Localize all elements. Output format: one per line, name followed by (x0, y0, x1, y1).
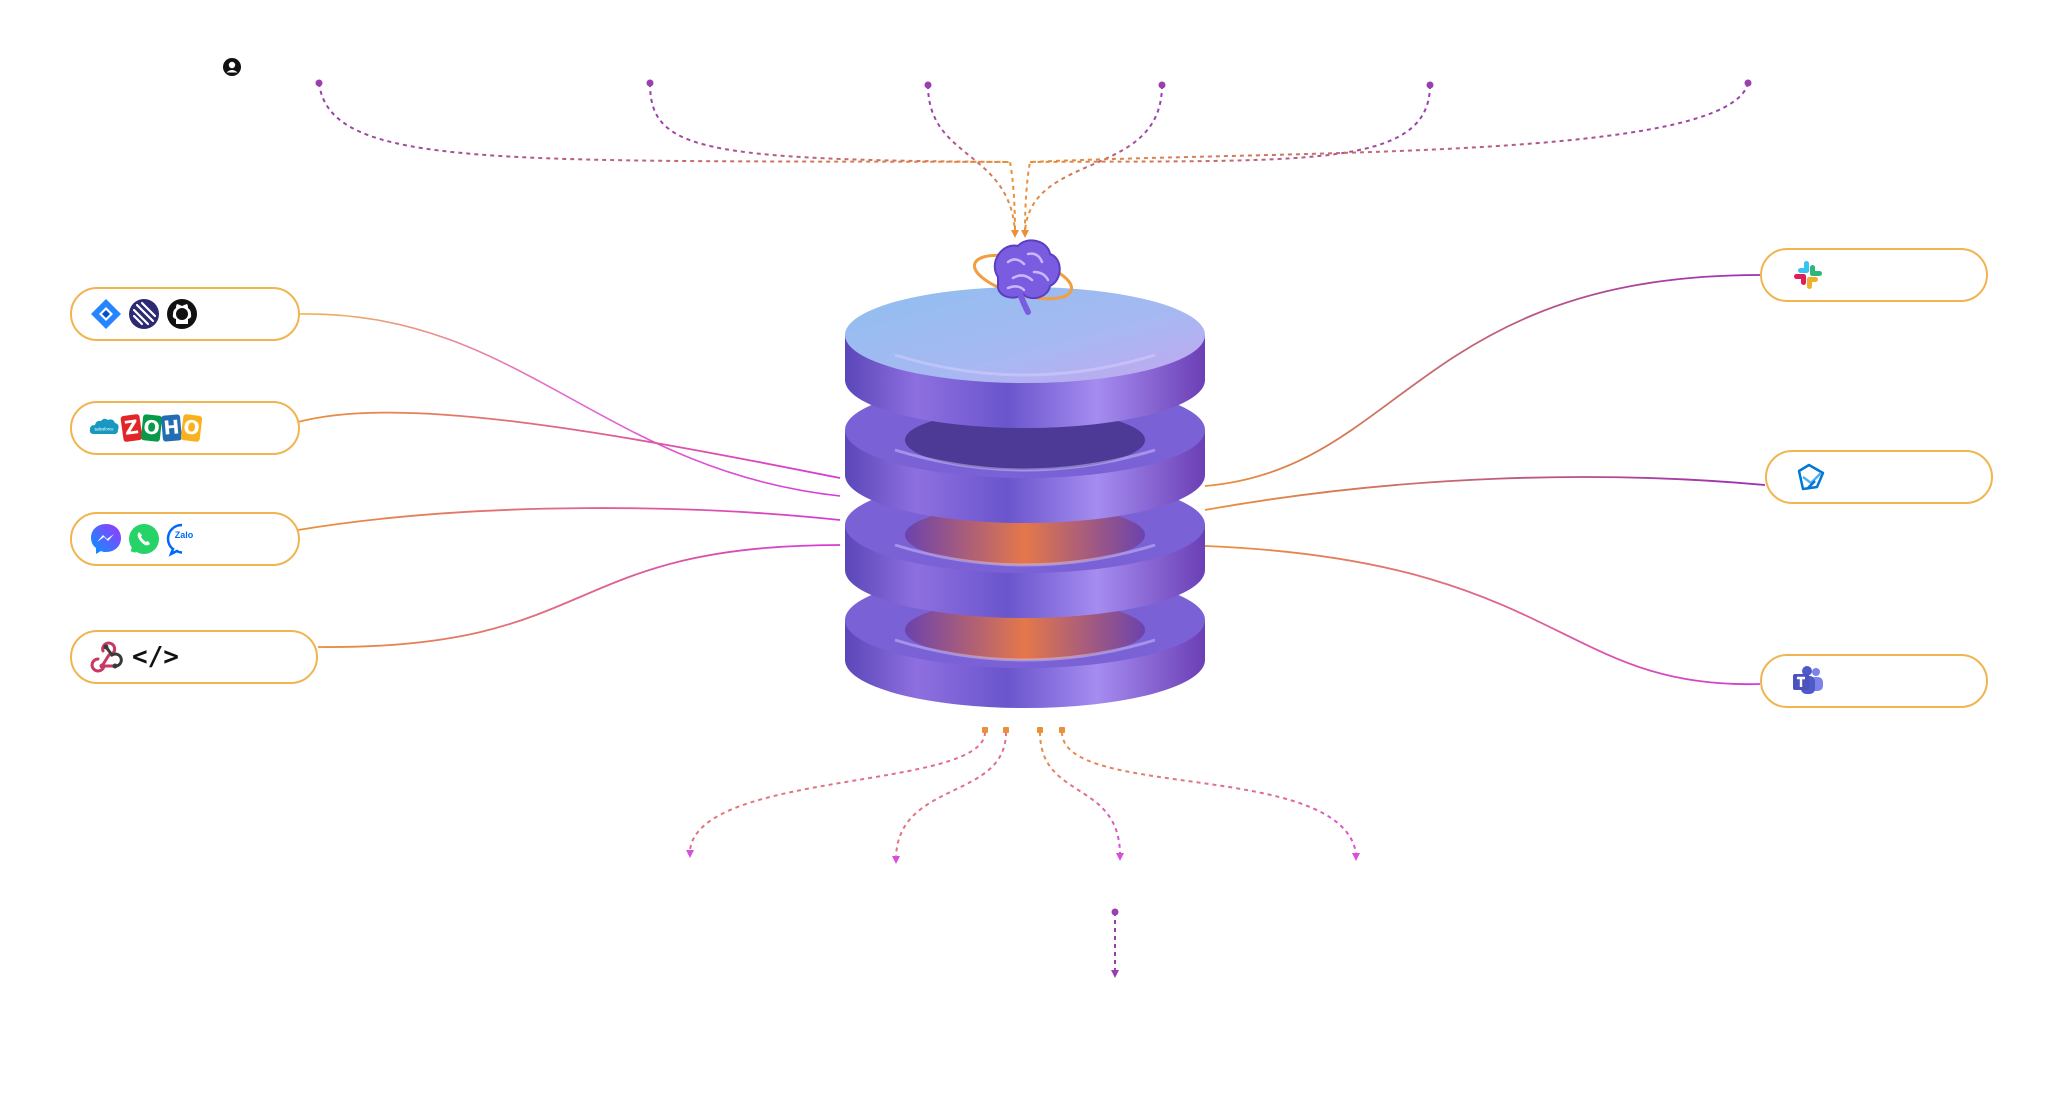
zoho-letter-o2: O (180, 413, 203, 443)
salesforce-label: salesforce (94, 427, 114, 432)
zalo-icon: Zalo (164, 521, 200, 557)
top-input-lines (318, 82, 1749, 233)
zoho-letter-o1: O (140, 414, 163, 442)
zoho-icon: Z O H O (120, 413, 203, 443)
node-dev-tools[interactable] (70, 287, 300, 341)
zalo-label: Zalo (175, 530, 194, 540)
slack-icon (1790, 257, 1826, 293)
database-stack-icon (845, 287, 1205, 708)
brain-orbit-icon (972, 239, 1074, 315)
zoho-letter-h: H (160, 414, 183, 442)
messenger-icon (88, 521, 124, 557)
line-azure-bot (1204, 476, 1766, 511)
code-icon: </> (132, 642, 179, 672)
line-developer (317, 544, 841, 648)
node-messaging[interactable]: Zalo (70, 512, 300, 566)
line-crm (297, 411, 841, 479)
node-crm[interactable]: salesforce Z O H O (70, 401, 300, 455)
whatsapp-icon (126, 521, 162, 557)
teams-icon (1790, 663, 1826, 699)
github-icon (164, 296, 200, 332)
jira-icon (88, 296, 124, 332)
line-dev-tools (297, 313, 841, 497)
bottom-output-arrowheads (686, 850, 1360, 864)
user-avatar-icon (223, 58, 241, 76)
line-slack (1204, 274, 1761, 487)
node-teams[interactable] (1760, 654, 1988, 708)
node-azure-bot[interactable] (1765, 450, 1993, 504)
zoho-letter-z: Z (120, 413, 143, 443)
line-messaging (297, 507, 841, 531)
bottom-output-start-dots (982, 727, 1065, 733)
line-teams (1204, 545, 1761, 686)
salesforce-icon: salesforce (88, 410, 120, 446)
bottom-single-arrowhead (1111, 970, 1119, 978)
bottom-output-lines (689, 731, 1357, 972)
top-input-arrowheads (1011, 230, 1029, 238)
linear-icon (126, 296, 162, 332)
webhook-icon (88, 639, 124, 675)
top-input-dots (315, 79, 1752, 89)
bottom-single-dot (1111, 908, 1119, 916)
azure-bot-icon (1793, 459, 1829, 495)
node-developer[interactable]: </> (70, 630, 318, 684)
node-slack[interactable] (1760, 248, 1988, 302)
